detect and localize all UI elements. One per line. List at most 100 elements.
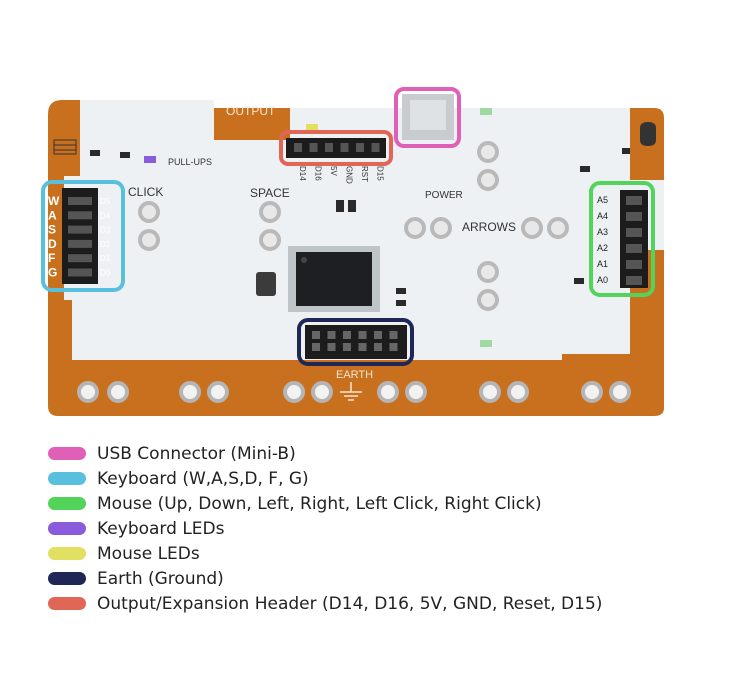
legend-label: USB Connector (Mini-B) — [97, 443, 296, 464]
space-label: SPACE — [250, 186, 290, 200]
earth-pin — [358, 343, 367, 351]
header-pin — [294, 143, 302, 152]
earth-pads — [77, 381, 631, 403]
header-pin-label: 5V — [329, 166, 338, 176]
key-pin-label: D2 — [100, 240, 111, 249]
keyboard-highlight — [41, 180, 125, 292]
usb-connector — [402, 94, 454, 140]
legend-swatch — [48, 497, 86, 510]
key-pin-label: D5 — [100, 197, 111, 206]
earth-pin — [312, 343, 320, 351]
header-pin-label: GND — [345, 166, 354, 184]
header-pin-label: D16 — [314, 166, 323, 181]
legend-item: Keyboard (W,A,S,D, F, G) — [48, 466, 602, 491]
microcontroller-chip — [288, 246, 380, 312]
earth-header — [305, 325, 407, 359]
key-pin-label: D4 — [100, 211, 111, 220]
crystal — [256, 272, 276, 296]
pull-ups-label: PULL-UPS — [168, 157, 212, 167]
legend-label: Mouse LEDs — [97, 543, 200, 564]
header-pin — [371, 143, 380, 152]
earth-pin — [358, 331, 367, 339]
legend-swatch — [48, 572, 86, 585]
earth-pin — [374, 331, 382, 339]
key-letter-f: F — [48, 251, 55, 265]
key-pin — [68, 254, 92, 263]
legend-item: Earth (Ground) — [48, 566, 602, 591]
mouse-pin-label: A0 — [597, 275, 608, 285]
legend-item: USB Connector (Mini-B) — [48, 441, 602, 466]
mouse-pin — [626, 228, 642, 237]
legend-label: Output/Expansion Header (D14, D16, 5V, G… — [97, 593, 603, 614]
key-pin-label: D0 — [100, 269, 111, 278]
header-pin — [340, 143, 349, 152]
key-pin — [68, 268, 92, 277]
button-pads — [138, 141, 569, 311]
legend-swatch — [48, 447, 86, 460]
legend-swatch — [48, 547, 86, 560]
mouse-pin — [626, 260, 642, 269]
output-header-highlight — [279, 130, 393, 166]
earth-label: EARTH — [336, 369, 373, 381]
key-pin — [68, 225, 92, 234]
earth-pin — [327, 331, 336, 339]
earth-pin — [343, 331, 351, 339]
earth-pin — [312, 331, 320, 339]
legend-item: Keyboard LEDs — [48, 516, 602, 541]
legend-label: Keyboard (W,A,S,D, F, G) — [97, 468, 309, 489]
legend-swatch — [48, 522, 86, 535]
keyboard-icon — [53, 139, 77, 155]
header-pin-label: D15 — [376, 166, 385, 181]
legend-label: Keyboard LEDs — [97, 518, 225, 539]
mouse-pin-label: A3 — [597, 227, 608, 237]
mouse-icon — [640, 122, 656, 146]
click-label: CLICK — [128, 185, 163, 199]
mouse-highlight — [589, 181, 655, 297]
key-letter-d: D — [48, 237, 57, 251]
earth-pin — [327, 343, 336, 351]
header-pin-label: D14 — [298, 166, 307, 181]
earth-pin — [389, 331, 398, 339]
legend-swatch — [48, 597, 86, 610]
earth-pin — [374, 343, 382, 351]
earth-pin — [343, 343, 351, 351]
earth-pin — [389, 343, 398, 351]
key-pin-label: D3 — [100, 226, 111, 235]
legend-swatch — [48, 472, 86, 485]
mouse-pin — [626, 276, 642, 285]
power-label: POWER — [425, 190, 463, 201]
ground-symbol — [340, 382, 362, 401]
output-label: OUTPUT — [226, 104, 276, 118]
key-letter-a: A — [48, 208, 57, 222]
mouse-pin-label: A2 — [597, 243, 608, 253]
legend: USB Connector (Mini-B) Keyboard (W,A,S,D,… — [48, 441, 602, 616]
pcb-board-diagram: OUTPUT PULL-UPS CLICK SPACE POWER ARROWS… — [41, 87, 664, 416]
mouse-pin-label: A1 — [597, 259, 608, 269]
mouse-pin-label: A4 — [597, 211, 608, 221]
key-pin — [68, 239, 92, 248]
header-pin — [325, 143, 333, 152]
key-pin — [68, 211, 92, 220]
header-pin — [309, 143, 318, 152]
led-components — [144, 108, 492, 347]
legend-item: Mouse LEDs — [48, 541, 602, 566]
mouse-pin — [626, 244, 642, 253]
legend-label: Earth (Ground) — [97, 568, 224, 589]
mouse-pin — [626, 212, 642, 221]
key-letter-g: G — [48, 266, 57, 280]
key-letter-s: S — [48, 223, 56, 237]
legend-item: Mouse (Up, Down, Left, Right, Left Click… — [48, 491, 602, 516]
output-header: D14 D16 5V GND RST D15 — [286, 138, 386, 184]
key-pin-label: D1 — [100, 254, 111, 263]
header-pin-label: RST — [360, 166, 369, 182]
legend-item: Output/Expansion Header (D14, D16, 5V, G… — [48, 591, 602, 616]
key-pin — [68, 197, 92, 205]
arrows-label: ARROWS — [462, 220, 516, 234]
usb-highlight — [394, 87, 461, 148]
mouse-pin — [626, 196, 642, 205]
earth-highlight — [297, 318, 414, 366]
mouse-pin-label: A5 — [597, 195, 608, 205]
legend-label: Mouse (Up, Down, Left, Right, Left Click… — [97, 493, 542, 514]
key-letter-w: W — [48, 194, 60, 208]
